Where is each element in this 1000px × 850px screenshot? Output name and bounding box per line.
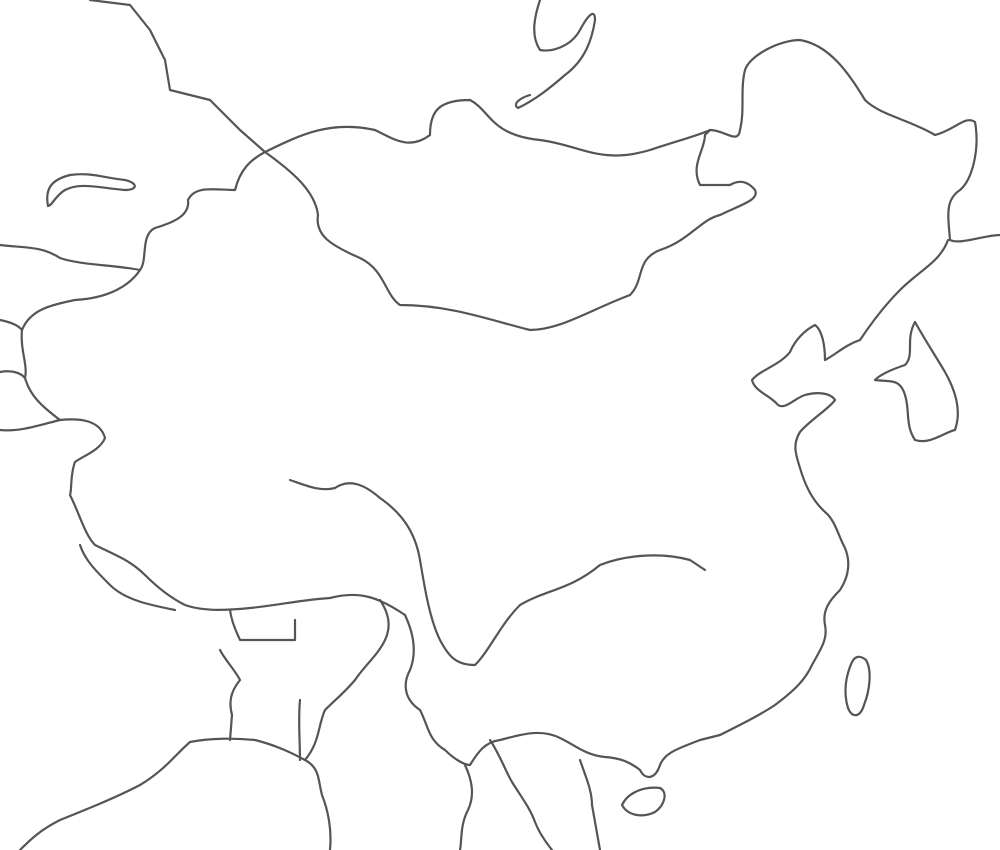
russia-kazakhstan-border xyxy=(88,0,267,154)
east-coastline xyxy=(718,323,850,737)
south-china-border xyxy=(403,613,722,778)
china-west-border xyxy=(20,150,407,617)
tibet-internal-line xyxy=(288,478,707,667)
southeast-asia-borders xyxy=(458,738,602,850)
china-korea-border xyxy=(823,238,950,362)
mongolia-china-border xyxy=(263,128,757,332)
lake-balkhash xyxy=(46,173,136,208)
russia-mongolia-border xyxy=(263,98,712,157)
south-asia-borders xyxy=(18,543,390,850)
northeast-china-border xyxy=(708,38,1000,243)
hainan xyxy=(620,786,666,817)
taiwan xyxy=(844,655,871,717)
lake-baikal xyxy=(514,0,597,110)
central-asia-borders xyxy=(0,243,142,432)
korea-outline xyxy=(873,320,959,443)
